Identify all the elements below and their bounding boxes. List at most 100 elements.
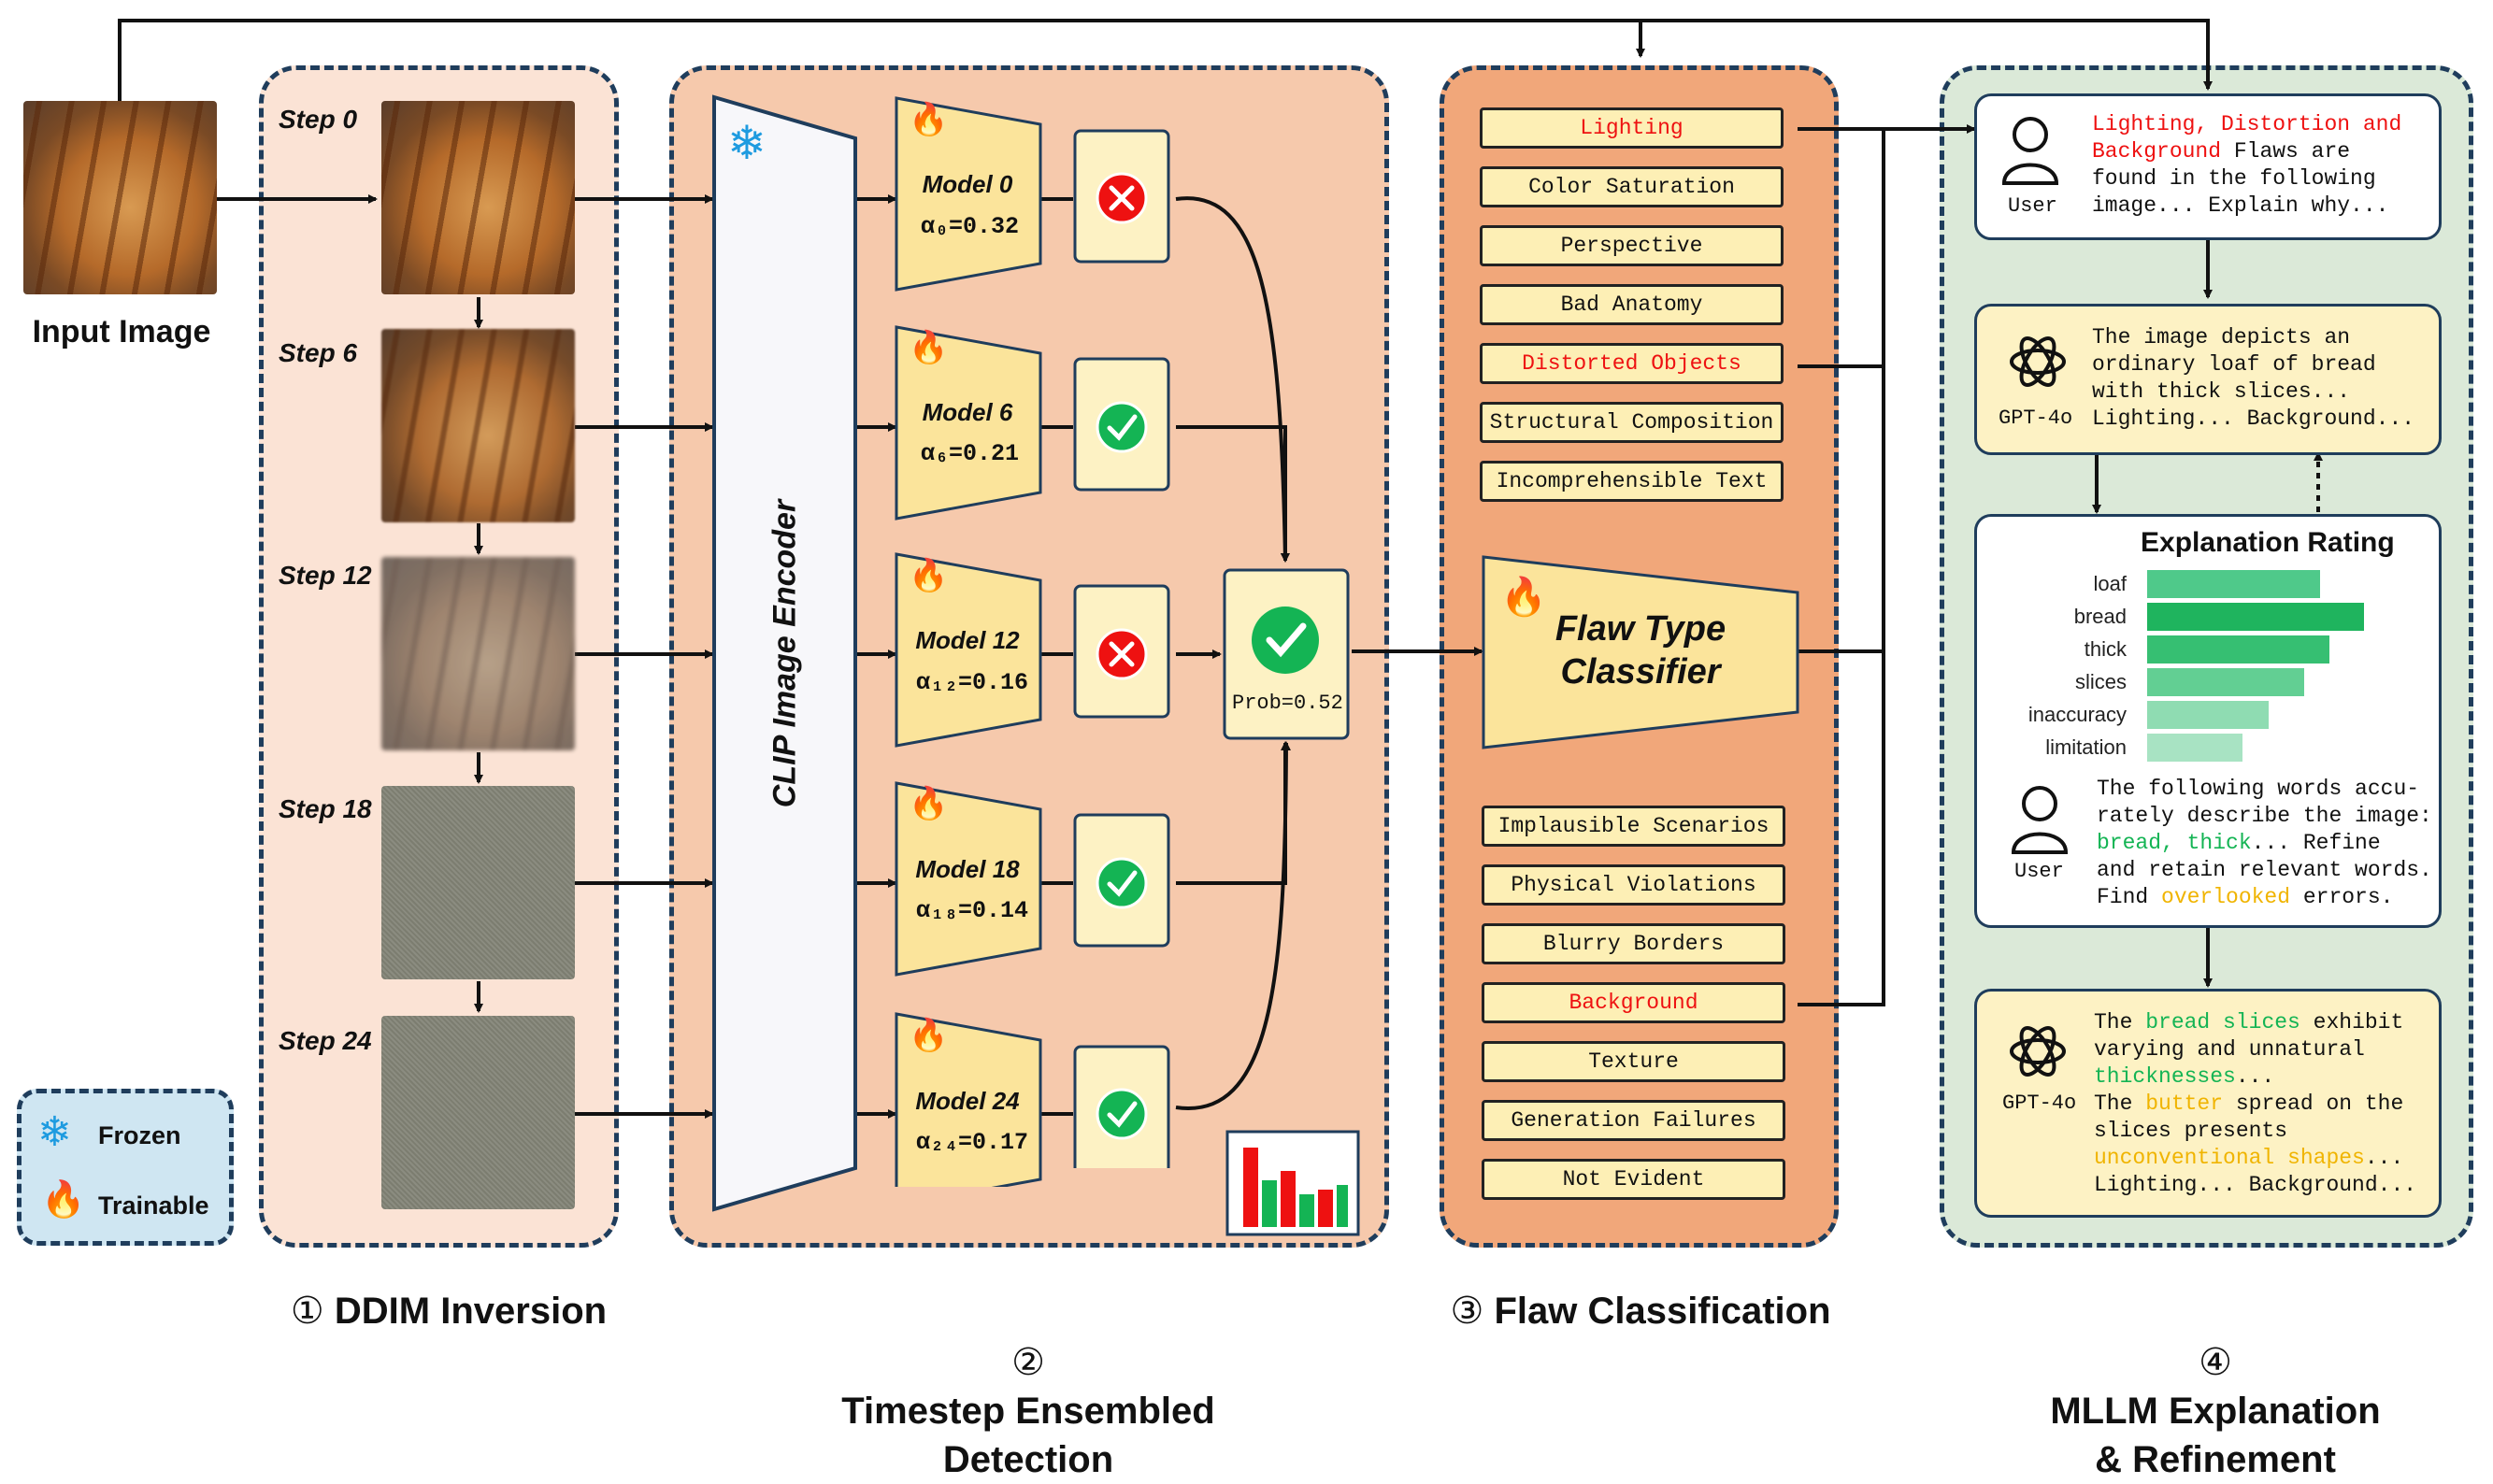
gpt-text: exhibit (2300, 1010, 2404, 1035)
section-number: ④ (2199, 1342, 2232, 1383)
gpt-text: ... (2364, 1146, 2404, 1170)
overlooked-word: overlooked (2161, 885, 2291, 909)
gpt-green: thicknesses (2094, 1064, 2236, 1089)
snowflake-icon: ❄ (727, 117, 767, 169)
gpt-response-text: The image depicts an ordinary loaf of br… (2092, 325, 2415, 431)
section-title-1: ① DDIM Inversion (262, 1290, 636, 1333)
flaw-type-color-saturation: Color Saturation (1480, 166, 1784, 207)
user-refine-line: The following words accu- (2097, 777, 2420, 801)
model-name: Model 6 (922, 398, 1013, 426)
user-role-label: User (2014, 860, 2064, 883)
gpt-text: ... (2235, 1064, 2275, 1089)
input-image-label: Input Image (32, 314, 211, 350)
step-label: Step 6 (279, 338, 358, 367)
gpt-refined-line: thicknesses... (2094, 1063, 2274, 1091)
input-image (23, 101, 217, 294)
flame-icon: 🔥 (909, 1018, 949, 1053)
gpt-text: The (2094, 1010, 2146, 1035)
gpt-text: spread on the (2223, 1092, 2404, 1116)
barchart-icon (1225, 1130, 1360, 1236)
prob-label: Prob=0.52 (1232, 692, 1343, 715)
model-shapes (895, 96, 1042, 1187)
rating-bar (2147, 635, 2329, 664)
flame-icon: 🔥 (1500, 577, 1547, 618)
flaw-type-not-evident: Not Evident (1482, 1159, 1785, 1200)
flame-icon: 🔥 (909, 330, 949, 365)
section-title-2: ② Timestep Ensembled Detection (776, 1290, 1281, 1484)
gpt-refined-line: Lighting... Background... (2094, 1173, 2417, 1197)
section-label: Flaw Classification (1494, 1291, 1831, 1332)
gpt-refined-line: The butter spread on the (2094, 1091, 2403, 1118)
gpt-yellow: unconventional shapes (2094, 1146, 2365, 1170)
step-image-0 (381, 101, 575, 294)
gpt-green: bread slices (2145, 1010, 2300, 1035)
rating-bar (2147, 570, 2320, 598)
legend-trainable: Trainable (98, 1191, 209, 1220)
gpt-yellow: butter (2145, 1092, 2224, 1116)
user-refine-line: rately describe the image: (2097, 804, 2432, 828)
model-alpha: α₁₂=0.16 (916, 669, 1029, 696)
user-icon (2011, 786, 2069, 854)
rating-word: bread (2073, 605, 2127, 628)
flaw-type-implausible-scenarios: Implausible Scenarios (1482, 806, 1785, 847)
classifier-label: Classifier (1560, 652, 1721, 692)
prob-scroll (1223, 568, 1350, 740)
rating-title: Explanation Rating (2141, 527, 2395, 558)
gpt-role-label: GPT-4o (2002, 1092, 2077, 1115)
gpt-text: The (2094, 1092, 2146, 1116)
rating-word: inaccuracy (2027, 703, 2127, 726)
flaw-type-structural-composition: Structural Composition (1480, 402, 1784, 443)
result-scrolls (1073, 129, 1170, 1168)
user-refine-text: Find (2097, 885, 2162, 909)
flame-icon: 🔥 (909, 102, 949, 137)
model-alpha: α₀=0.32 (921, 213, 1020, 240)
step-label: Step 0 (279, 105, 358, 134)
rating-word: limitation (2045, 735, 2127, 759)
model-alpha: α₂₄=0.17 (916, 1129, 1029, 1156)
step-label: Step 18 (279, 794, 372, 823)
flaw-type-bad-anatomy: Bad Anatomy (1480, 284, 1784, 325)
good-words: bread, thick (2097, 831, 2252, 855)
flaw-type-background: Background (1482, 982, 1785, 1023)
step-image-6 (381, 329, 575, 522)
gpt-refined-line: unconventional shapes... (2094, 1145, 2403, 1172)
model-alpha: α₁₈=0.14 (916, 897, 1029, 924)
section-number: ② (1011, 1342, 1045, 1383)
section-label: Timestep Ensembled Detection (841, 1391, 1215, 1480)
user-icon (2001, 117, 2059, 185)
flaw-type-lighting: Lighting (1480, 107, 1784, 149)
classifier-label: Flaw Type (1555, 609, 1726, 649)
step-label: Step 12 (279, 561, 372, 590)
model-name: Model 0 (922, 170, 1013, 198)
flaw-type-generation-failures: Generation Failures (1482, 1100, 1785, 1141)
rating-word: slices (2074, 670, 2127, 693)
flaw-type-incomprehensible-text: Incomprehensible Text (1480, 461, 1784, 502)
flaw-classifier-shape (1482, 555, 1799, 749)
legend-frozen: Frozen (98, 1121, 181, 1149)
section-title-4: ④ MLLM Explanation & Refinement (1972, 1290, 2458, 1484)
step-image-18 (381, 786, 575, 979)
flame-icon: 🔥 (909, 558, 949, 593)
user-role-label: User (2008, 194, 2057, 218)
clip-encoder-shape (712, 94, 857, 1212)
flaw-type-texture: Texture (1482, 1041, 1785, 1082)
openai-icon (2010, 336, 2066, 387)
flaw-type-physical-violations: Physical Violations (1482, 864, 1785, 906)
section-label: DDIM Inversion (334, 1291, 608, 1332)
section-number: ③ (1450, 1291, 1484, 1332)
gpt-refined-line: slices presents (2094, 1119, 2288, 1143)
snowflake-icon: ❄ (37, 1109, 72, 1155)
section-label: MLLM Explanation & Refinement (2050, 1391, 2381, 1480)
user-refine-text: errors. (2290, 885, 2394, 909)
user-prompt-highlight: Lighting, Distortion and Background (2092, 112, 2402, 164)
user-refine-line: and retain relevant words. (2097, 858, 2432, 882)
rating-word: loaf (2093, 572, 2127, 595)
user-prompt-text: Lighting, Distortion and Background Flaw… (2092, 111, 2401, 220)
rating-bar (2147, 668, 2304, 696)
user-prompt-box (1974, 93, 2442, 240)
flame-icon: 🔥 (41, 1180, 86, 1220)
section-number: ① (290, 1291, 324, 1332)
gpt-refined-line: varying and unnatural (2094, 1037, 2365, 1062)
user-refine-text: ... Refine (2251, 831, 2381, 855)
step-image-12 (381, 557, 575, 750)
